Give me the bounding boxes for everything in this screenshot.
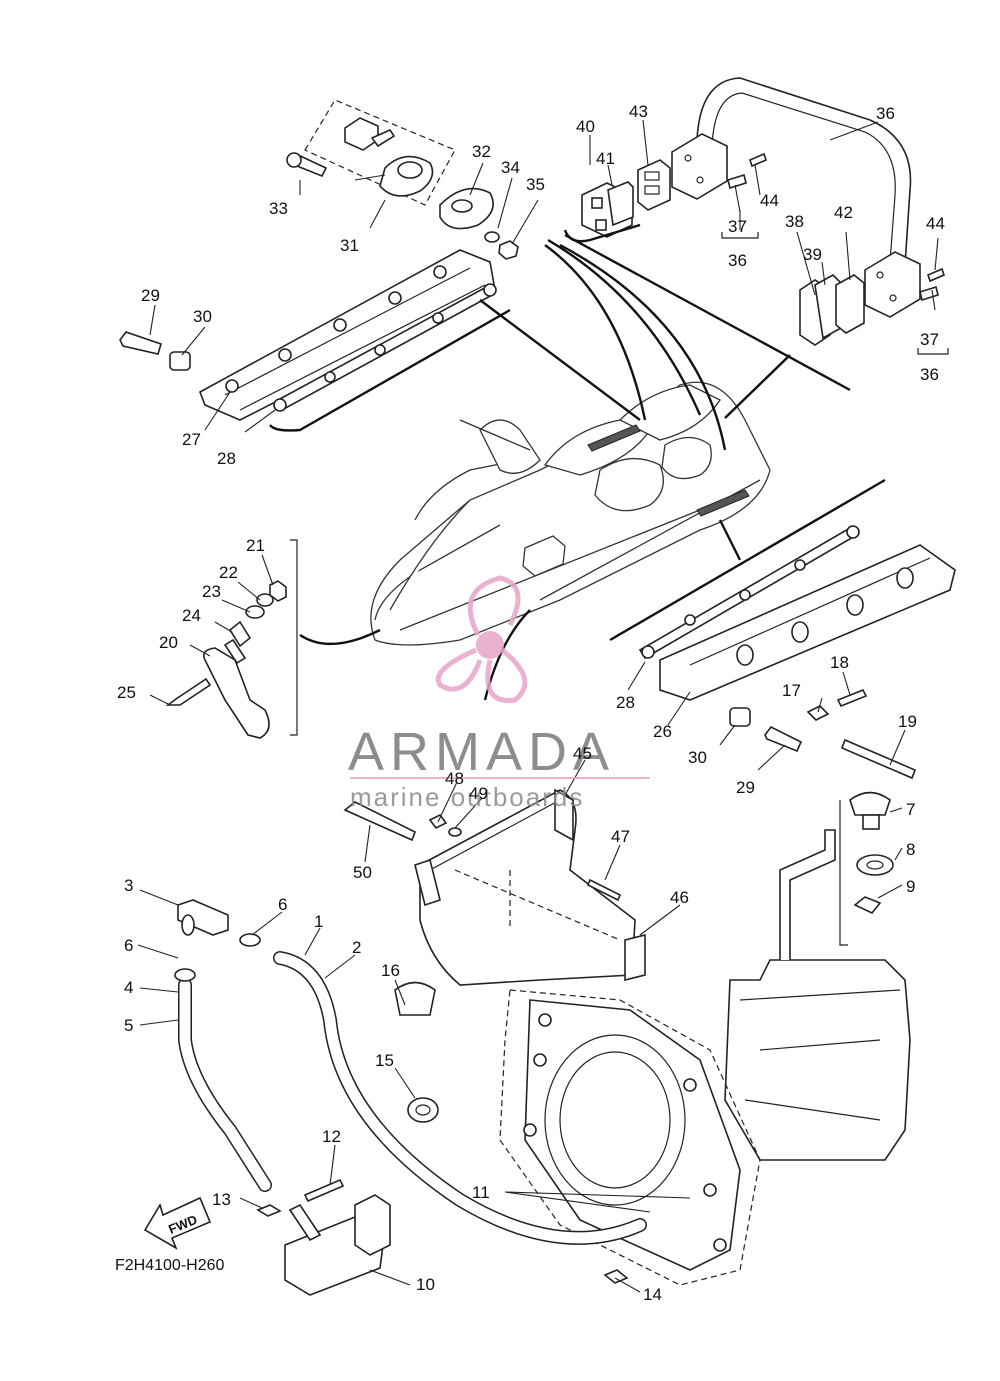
left-rail-group	[119, 249, 511, 433]
callout-49: 49	[469, 784, 488, 803]
callout-44a: 44	[760, 191, 779, 210]
callout-46: 46	[670, 888, 689, 907]
callout-41: 41	[596, 149, 615, 168]
cover-plate-group	[343, 759, 681, 986]
callout-26: 26	[653, 722, 672, 741]
callout-21: 21	[246, 536, 265, 555]
callout-9: 9	[906, 877, 915, 896]
callout-38: 38	[785, 212, 804, 231]
callout-28a: 28	[217, 449, 236, 468]
callout-17: 17	[782, 681, 801, 700]
forward-direction-arrow: FWD	[143, 1196, 212, 1250]
callout-6a: 6	[124, 936, 133, 955]
callout-30a: 30	[193, 307, 212, 326]
diagram-code: F2H4100-H260	[115, 1257, 225, 1274]
callout-36b: 36	[728, 251, 747, 270]
watermark-tagline: marine outboards	[350, 782, 584, 812]
vent-cap-group	[839, 791, 903, 946]
callout-19: 19	[898, 712, 917, 731]
watercraft-body	[299, 238, 791, 701]
callout-29a: 29	[141, 286, 160, 305]
callout-36c: 36	[920, 365, 939, 384]
callout-11: 11	[472, 1183, 490, 1202]
callout-48: 48	[445, 769, 464, 788]
callout-27: 27	[182, 430, 201, 449]
watermark-logo: ARMADA marine outboards	[348, 575, 650, 812]
callout-8: 8	[906, 840, 915, 859]
callout-22: 22	[219, 563, 238, 582]
callout-32: 32	[472, 142, 491, 161]
watermark-brand: ARMADA	[348, 722, 615, 782]
callout-23: 23	[202, 582, 221, 601]
callout-39: 39	[803, 245, 822, 264]
callout-4: 4	[124, 978, 133, 997]
switch-assembly-group	[286, 99, 539, 260]
callout-37b: 37	[920, 330, 939, 349]
callout-7: 7	[906, 800, 915, 819]
callout-1: 1	[314, 912, 323, 931]
callout-44b: 44	[926, 214, 945, 233]
callout-12: 12	[322, 1127, 341, 1146]
callout-40: 40	[576, 117, 595, 136]
callout-labels: 1 2 3 4 5 6 6 7 8 9 10 11 12 13 14 15 16…	[117, 102, 945, 1304]
callout-15: 15	[375, 1051, 394, 1070]
callout-2: 2	[352, 938, 361, 957]
callout-16: 16	[381, 961, 400, 980]
sensor-box-group	[239, 979, 439, 1296]
callout-24: 24	[182, 606, 201, 625]
callout-6b: 6	[278, 895, 287, 914]
callout-13: 13	[212, 1190, 231, 1209]
callout-35: 35	[526, 175, 545, 194]
callout-33: 33	[269, 199, 288, 218]
callout-43: 43	[629, 102, 648, 121]
hose-group	[137, 889, 647, 1245]
handle-bracket-group	[149, 539, 298, 739]
callout-20: 20	[159, 633, 178, 652]
callout-36a: 36	[876, 104, 895, 123]
jet-pump-housing	[499, 829, 911, 1293]
callout-47: 47	[611, 827, 630, 846]
callout-3: 3	[124, 876, 133, 895]
callout-30b: 30	[688, 748, 707, 767]
callout-28b: 28	[616, 693, 635, 712]
callout-25: 25	[117, 683, 136, 702]
callout-34: 34	[501, 158, 520, 177]
callout-45: 45	[573, 744, 592, 763]
callout-31: 31	[340, 236, 359, 255]
callout-50: 50	[353, 863, 372, 882]
right-rail-group	[609, 478, 956, 780]
callout-5: 5	[124, 1016, 133, 1035]
callout-14: 14	[643, 1285, 662, 1304]
callout-42: 42	[834, 203, 853, 222]
callout-18: 18	[830, 653, 849, 672]
callout-10: 10	[416, 1275, 435, 1294]
handle-bar-group	[563, 77, 949, 392]
callout-29b: 29	[736, 778, 755, 797]
callout-37a: 37	[728, 217, 747, 236]
